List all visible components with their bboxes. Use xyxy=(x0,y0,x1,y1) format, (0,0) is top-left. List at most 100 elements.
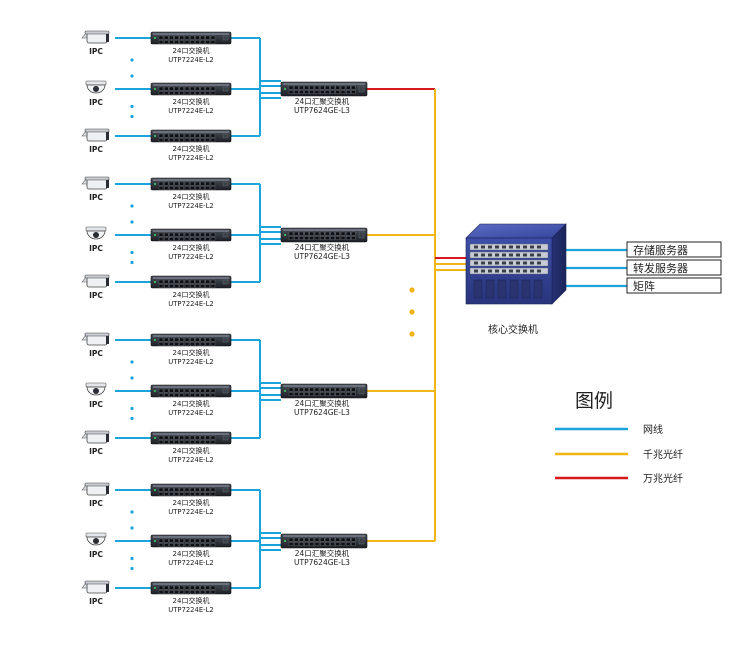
box-camera-icon xyxy=(81,30,110,44)
access-switch-model: UTP7224E-L2 xyxy=(168,107,213,115)
switch-port xyxy=(210,435,216,440)
switch-port xyxy=(304,537,309,542)
power-led xyxy=(154,37,156,39)
switch-port xyxy=(340,231,346,236)
switch-port xyxy=(205,138,210,142)
switch-port xyxy=(210,133,216,138)
power-led xyxy=(154,540,156,542)
switch-port xyxy=(174,492,179,496)
more-devices-dot xyxy=(130,556,134,561)
switch-port xyxy=(346,231,351,236)
switch-port xyxy=(200,388,205,393)
switch-port xyxy=(351,392,356,396)
switch-port xyxy=(190,86,195,91)
switch-port xyxy=(351,90,356,94)
switch-port xyxy=(294,542,299,546)
access-switch xyxy=(150,534,232,548)
uplink-port xyxy=(222,585,229,591)
uplink-port xyxy=(222,337,229,343)
switch-port xyxy=(294,90,299,94)
more-devices-dot xyxy=(130,566,134,571)
switch-port xyxy=(351,542,356,546)
switch-port xyxy=(195,440,200,444)
switch-port xyxy=(169,590,174,594)
switch-port xyxy=(335,392,340,396)
switch-port xyxy=(169,237,174,241)
server-label: 存储服务器 xyxy=(633,243,688,257)
core-port xyxy=(523,269,527,273)
switch-port xyxy=(210,86,216,91)
switch-port xyxy=(179,138,184,142)
more-aggregation-dot xyxy=(409,309,415,315)
switch-port xyxy=(340,542,346,546)
switch-port xyxy=(325,90,330,94)
switch-port xyxy=(174,284,179,288)
access-switch-name: 24口交换机 xyxy=(173,446,210,455)
switch-port xyxy=(195,279,200,284)
switch-port xyxy=(304,231,309,236)
switch-port xyxy=(158,487,164,492)
switch-port xyxy=(174,186,179,190)
switch-port xyxy=(190,284,195,288)
switch-port xyxy=(169,232,174,237)
switch-port xyxy=(169,86,174,91)
more-devices-dot xyxy=(130,114,134,119)
switch-port xyxy=(346,537,351,542)
server-box-2[interactable]: 转发服务器 xyxy=(626,259,722,276)
power-led xyxy=(154,587,156,589)
switch-port xyxy=(200,237,205,241)
switch-port xyxy=(346,236,351,240)
camera-label: IPC xyxy=(89,145,103,154)
switch-port xyxy=(179,487,184,492)
switch-port xyxy=(179,342,184,346)
switch-port xyxy=(184,388,190,393)
switch-port xyxy=(184,279,190,284)
switch-port xyxy=(164,40,169,44)
switch-port xyxy=(210,388,216,393)
box-camera-icon xyxy=(81,580,110,594)
access-switch-name: 24口交换机 xyxy=(173,399,210,408)
switch-port xyxy=(179,388,184,393)
switch-port xyxy=(320,387,325,392)
access-switch-model: UTP7224E-L2 xyxy=(168,253,213,261)
switch-port xyxy=(210,237,216,241)
access-switch-model: UTP7224E-L2 xyxy=(168,456,213,464)
access-switch xyxy=(150,581,232,595)
switch-port xyxy=(304,542,309,546)
core-port xyxy=(509,245,513,249)
camera-body xyxy=(86,32,108,44)
switch-port xyxy=(184,133,190,138)
switch-port xyxy=(169,435,174,440)
switch-port xyxy=(320,542,325,546)
power-led xyxy=(154,339,156,341)
server-box-1[interactable]: 存储服务器 xyxy=(626,241,722,258)
core-port xyxy=(481,245,485,249)
more-devices-dot xyxy=(130,250,134,255)
switch-port xyxy=(195,487,200,492)
switch-port xyxy=(304,387,309,392)
switch-port xyxy=(158,279,164,284)
camera-label: IPC xyxy=(89,597,103,606)
switch-port xyxy=(309,542,314,546)
switch-port xyxy=(299,231,304,236)
camera-lens xyxy=(106,132,109,140)
access-switch xyxy=(150,483,232,497)
switch-top-edge xyxy=(283,385,365,387)
switch-port xyxy=(309,236,314,240)
aggregation-switch-model: UTP7624GE-L3 xyxy=(294,106,350,115)
switch-port xyxy=(158,388,164,393)
switch-port xyxy=(190,181,195,186)
uplink-port xyxy=(222,133,229,139)
switch-port xyxy=(169,181,174,186)
switch-port xyxy=(179,186,184,190)
switch-port xyxy=(169,388,174,393)
switch-port xyxy=(325,392,330,396)
switch-port xyxy=(158,337,164,342)
switch-port xyxy=(330,231,335,236)
switch-port xyxy=(190,138,195,142)
power-led xyxy=(154,390,156,392)
switch-port xyxy=(320,236,325,240)
switch-port xyxy=(184,284,190,288)
server-box-3[interactable]: 矩阵 xyxy=(626,277,722,294)
switch-port xyxy=(200,543,205,547)
